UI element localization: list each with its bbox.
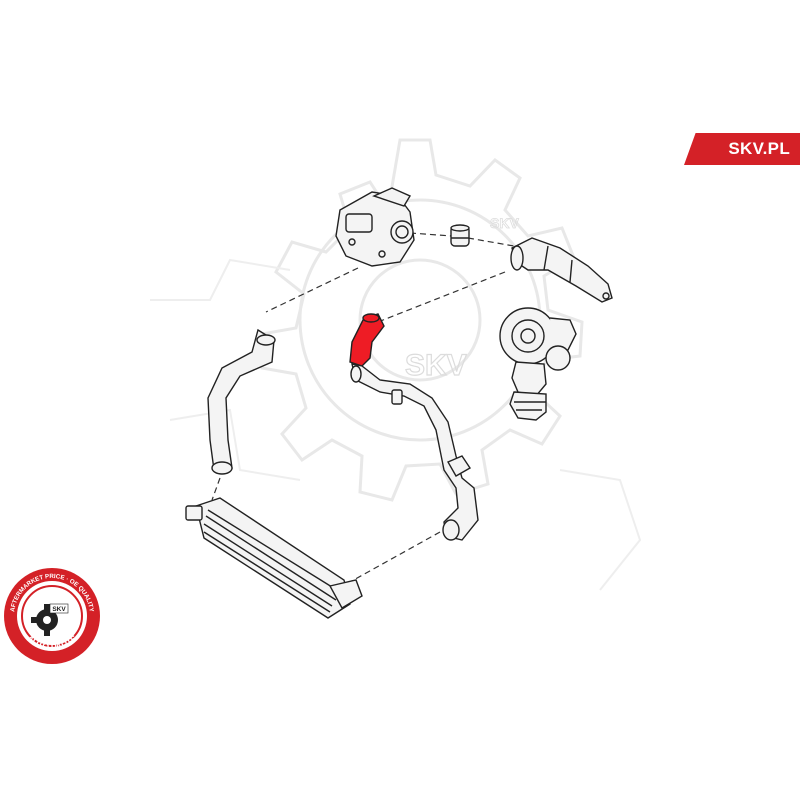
watermark-text: SKV: [405, 349, 467, 382]
hose-connector-icon[interactable]: [450, 224, 470, 247]
badge-label-bg: [49, 603, 69, 614]
connection-lines: [211, 232, 515, 583]
pipe-icon[interactable]: [510, 237, 613, 303]
brand-tab-text: SKV.PL: [728, 139, 790, 158]
badge-center-text: SKV: [52, 606, 66, 613]
pipe-icon[interactable]: [350, 363, 479, 541]
watermark-gear-icon: [260, 138, 584, 502]
throttle-body-icon[interactable]: [335, 187, 415, 267]
intercooler-icon[interactable]: [185, 497, 363, 619]
turbocharger-icon[interactable]: [499, 307, 577, 421]
brand-tab[interactable]: SKV.PL: [684, 133, 800, 165]
charge-air-hose-highlighted[interactable]: [349, 313, 385, 367]
hose-icon[interactable]: [207, 328, 276, 475]
watermark-text-small: SKV: [490, 215, 519, 231]
skv-badge: AFTERMARKET PRICE · OE QUALITY AUTO PART…: [4, 568, 100, 664]
